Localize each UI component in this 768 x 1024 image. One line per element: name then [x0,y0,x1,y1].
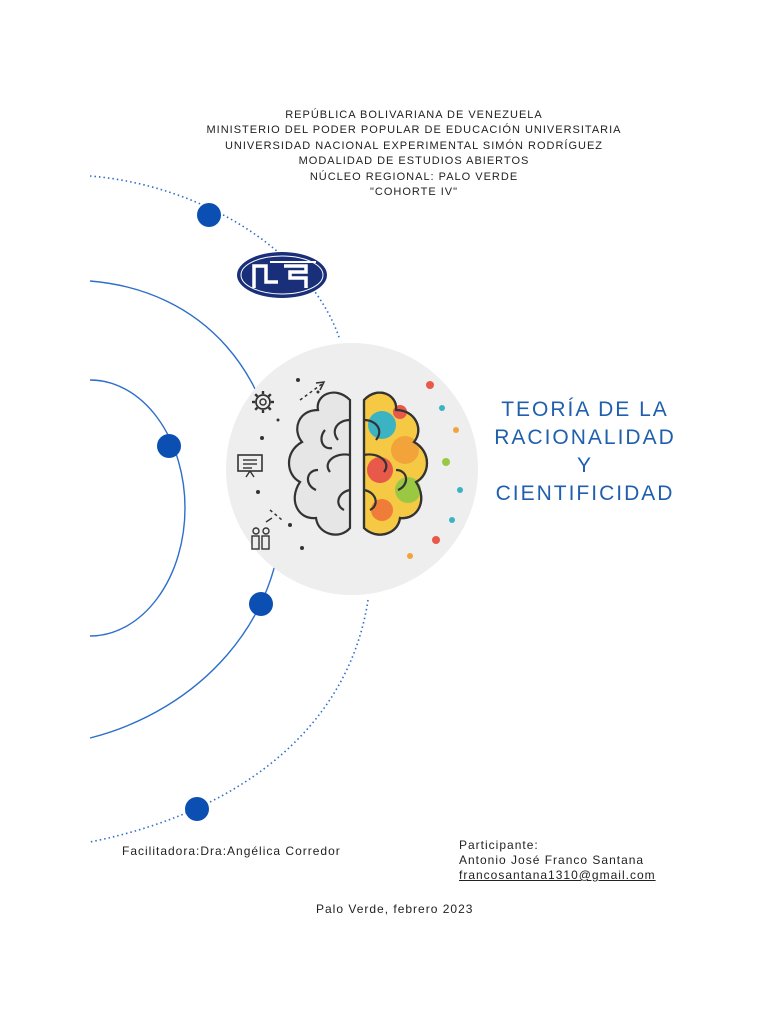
header-line: NÚCLEO REGIONAL: PALO VERDE [309,170,519,183]
gear-icon [252,391,274,413]
header-line: "COHORTE IV" [369,186,459,199]
place-and-date: Palo Verde, febrero 2023 [316,902,474,916]
participant-name: Antonio José Franco Santana [459,853,645,867]
presentation-icon [237,454,263,478]
orbit-inner-arc [89,379,186,637]
university-logo [237,252,327,298]
title-line: TEORÍA DE LA [501,398,669,421]
orbit-dot [157,434,181,458]
institution-header: REPÚBLICA BOLIVARIANA DE VENEZUELA MINIS… [0,108,768,200]
team-icon [251,517,273,550]
document-title: TEORÍA DE LA RACIONALIDAD Y CIENTIFICIDA… [470,396,700,508]
title-line: Y [576,454,593,477]
facilitator-name: Facilitadora:Dra:Angélica Corredor [122,844,341,858]
header-line: MINISTERIO DEL PODER POPULAR DE EDUCACIÓ… [206,124,622,137]
title-line: RACIONALIDAD [494,426,676,449]
header-line: MODALIDAD DE ESTUDIOS ABIERTOS [298,155,530,168]
brain-illustration [256,378,463,559]
title-line: CIENTIFICIDAD [495,482,675,505]
orbit-outer-bottom-dotted [89,599,369,843]
header-line: REPÚBLICA BOLIVARIANA DE VENEZUELA [285,109,543,121]
brain-background-circle [226,343,478,595]
participant-label: Participante: [459,838,539,852]
participant-block: Participante: Antonio José Franco Santan… [459,838,656,883]
participant-email-link[interactable]: francosantana1310@gmail.com [459,868,656,882]
orbit-dot [249,592,273,616]
orbit-dot [197,203,221,227]
orbit-dot [185,797,209,821]
header-line: UNIVERSIDAD NACIONAL EXPERIMENTAL SIMÓN … [224,139,604,152]
